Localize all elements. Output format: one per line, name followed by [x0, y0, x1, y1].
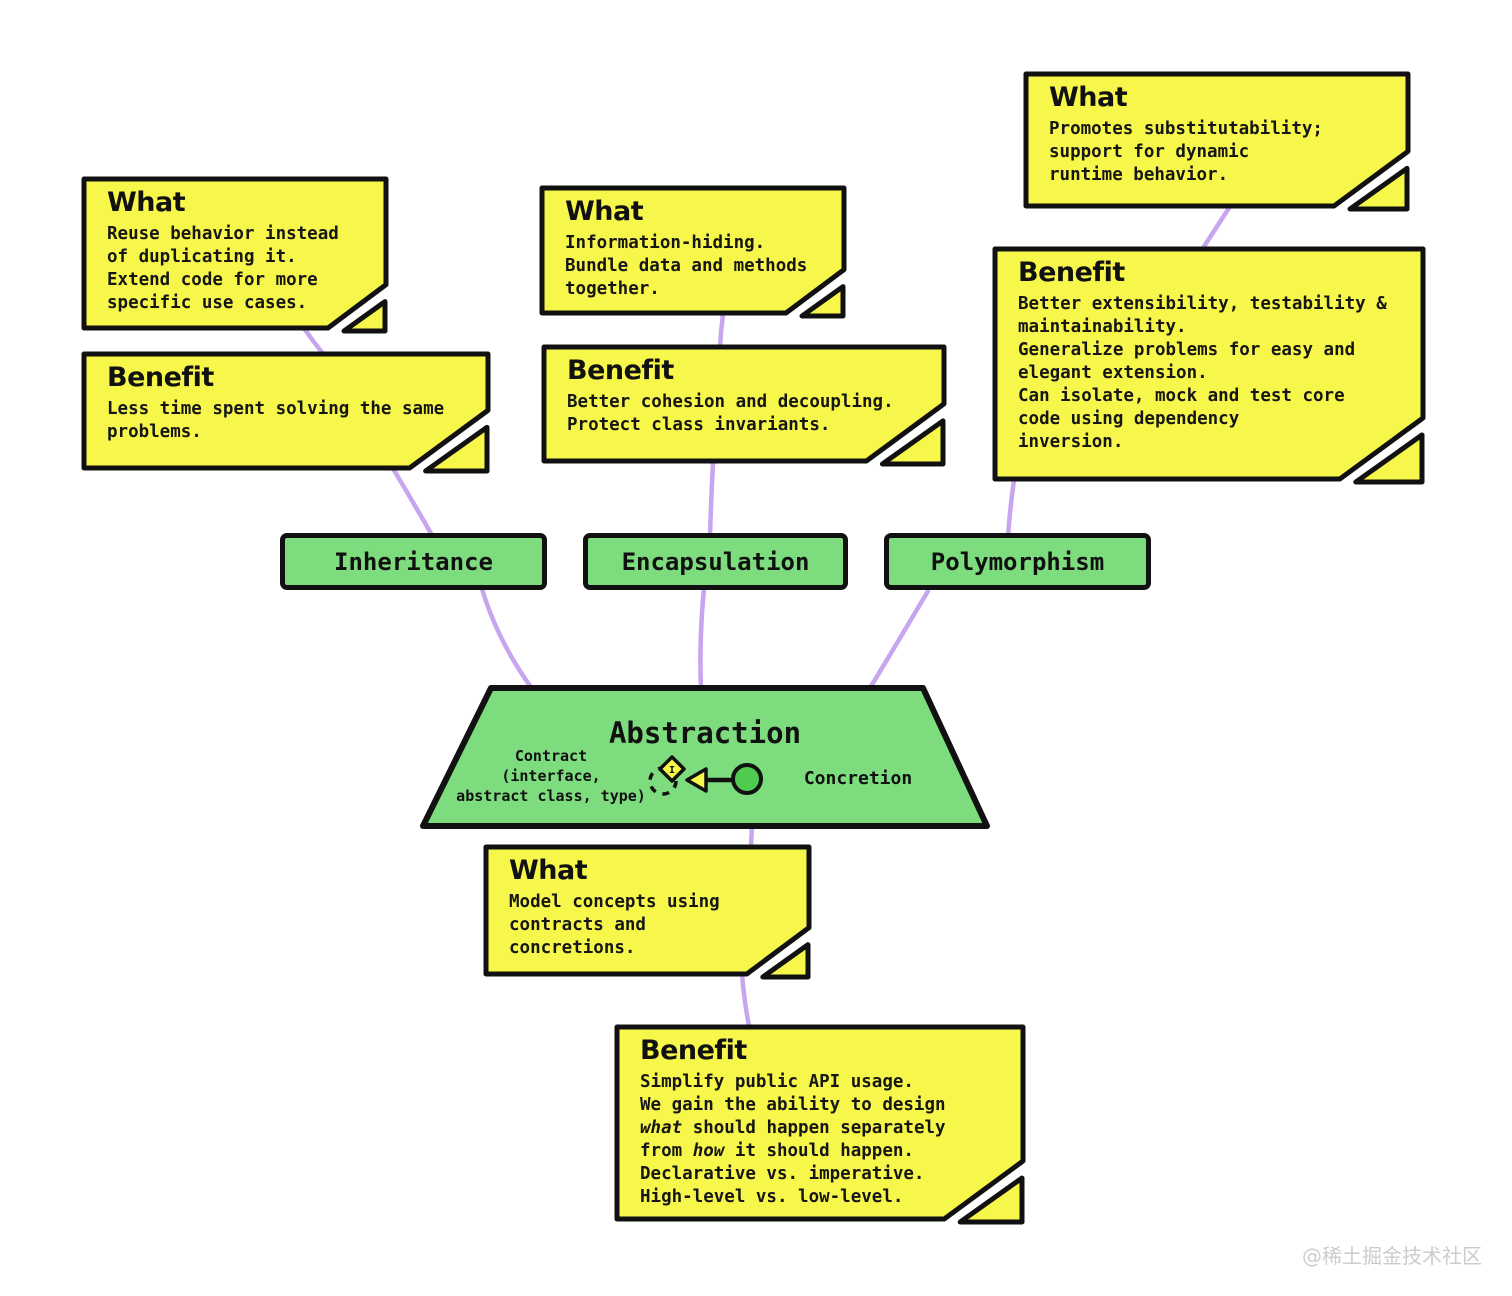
trapezoid-outline	[420, 685, 990, 829]
note-title: What	[509, 855, 588, 886]
abstraction-shape: I Abstraction Contract (interface, abstr…	[418, 684, 992, 830]
note-body: Promotes substitutability;support for dy…	[1049, 119, 1323, 185]
note-title: Benefit	[640, 1035, 747, 1066]
note-title: Benefit	[107, 362, 214, 393]
box-encapsulation: Encapsulation	[583, 533, 848, 590]
concretion-label: Concretion	[803, 768, 913, 789]
note-title: Benefit	[1018, 257, 1125, 288]
contract-label: Contract (interface, abstract class, typ…	[456, 747, 646, 805]
note-abstraction-benefit: Benefit Simplify public API usage.We gai…	[613, 1023, 1027, 1225]
watermark-text: @稀土掘金技术社区	[1302, 1244, 1482, 1268]
note-inheritance-benefit: Benefit Less time spent solving the same…	[80, 350, 492, 474]
concretion-circle-icon	[731, 763, 763, 795]
note-polymorphism-benefit: Benefit Better extensibility, testabilit…	[991, 245, 1427, 485]
implements-arrowhead-icon	[685, 767, 708, 793]
note-title: Benefit	[567, 355, 674, 386]
abstraction-label: Abstraction	[608, 716, 802, 750]
note-body: Simplify public API usage.We gain the ab…	[640, 1072, 946, 1207]
note-body: Better cohesion and decoupling.Protect c…	[567, 392, 894, 435]
note-encapsulation-benefit: Benefit Better cohesion and decoupling.P…	[540, 343, 948, 467]
note-title: What	[565, 196, 644, 227]
note-title: What	[107, 187, 186, 218]
box-polymorphism: Polymorphism	[884, 533, 1151, 590]
note-body: Information-hiding.Bundle data and metho…	[565, 233, 808, 299]
box-encapsulation-label: Encapsulation	[621, 547, 810, 576]
box-polymorphism-label: Polymorphism	[930, 547, 1105, 576]
note-body: Better extensibility, testability &maint…	[1018, 294, 1387, 452]
box-inheritance: Inheritance	[280, 533, 547, 590]
interface-marker-letter: I	[669, 765, 675, 776]
box-inheritance-label: Inheritance	[334, 547, 493, 576]
note-polymorphism-what: What Promotes substitutability;support f…	[1022, 70, 1412, 212]
note-encapsulation-what: What Information-hiding.Bundle data and …	[538, 184, 848, 319]
interface-diamond-icon	[658, 755, 686, 783]
note-title: What	[1049, 82, 1128, 113]
